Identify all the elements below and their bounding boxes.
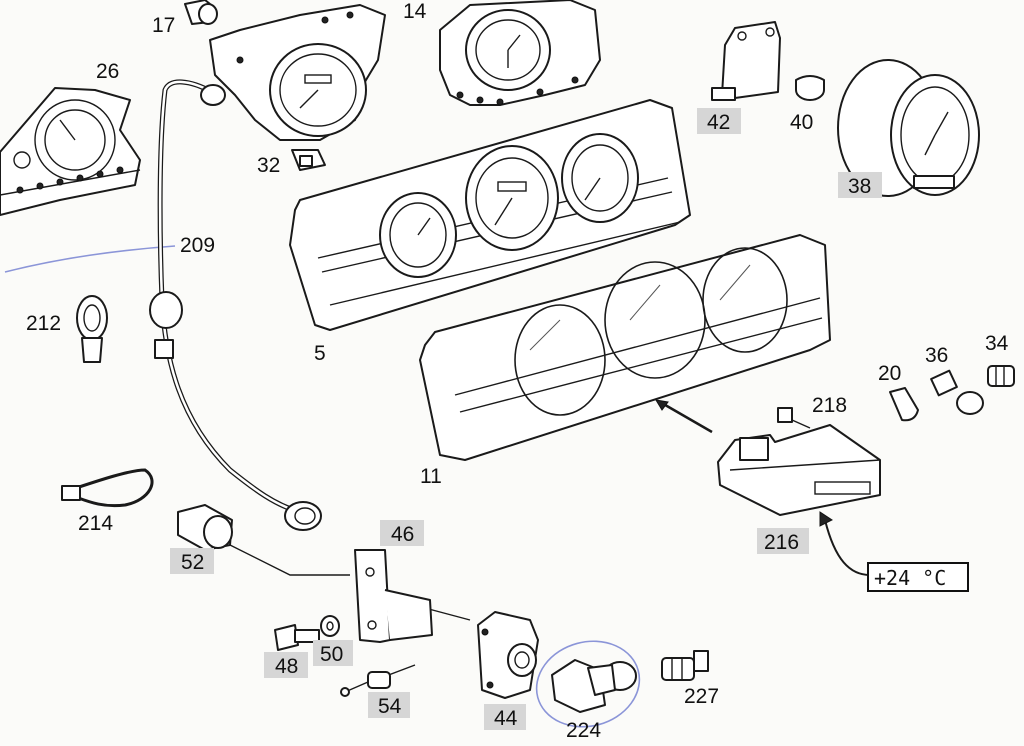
label-48: 48 <box>275 655 298 678</box>
callout-bg-216 <box>757 528 809 554</box>
label-227: 227 <box>684 685 719 708</box>
label-5: 5 <box>314 342 326 365</box>
label-44: 44 <box>494 707 518 730</box>
part-224-elbow <box>535 640 641 728</box>
callout-bg-46 <box>380 520 424 546</box>
part-36-bulb-socket <box>930 369 984 415</box>
label-32: 32 <box>257 154 280 177</box>
part-42-bracket <box>711 21 781 101</box>
label-42: 42 <box>707 111 730 134</box>
label-50: 50 <box>320 643 343 666</box>
part-218-screw <box>777 407 811 429</box>
label-36: 36 <box>925 344 948 367</box>
part-54-clip <box>340 671 391 697</box>
part-5-instrument-cluster <box>289 99 691 331</box>
label-214: 214 <box>78 512 113 535</box>
label-209: 209 <box>180 234 215 257</box>
part-52-fitting <box>177 504 233 551</box>
part-44-sensor-unit <box>477 611 539 699</box>
label-14: 14 <box>403 0 427 23</box>
callout-bg-52 <box>170 548 214 574</box>
label-46: 46 <box>391 523 414 546</box>
part-14-speedometer-module <box>209 4 386 141</box>
label-17: 17 <box>152 14 175 37</box>
temperature-display-box <box>867 562 969 592</box>
part-38-round-gauge <box>837 59 980 197</box>
part-227-plug <box>661 650 709 681</box>
label-212: 212 <box>26 312 61 335</box>
label-38: 38 <box>848 175 871 198</box>
callout-bg-38 <box>838 172 882 198</box>
label-20: 20 <box>878 362 901 385</box>
part-14-clock-gauge <box>439 0 601 106</box>
label-218: 218 <box>812 394 847 417</box>
part-46-mounting-bracket <box>354 549 433 643</box>
pen-mark-line <box>4 245 176 273</box>
callout-bg-54 <box>368 692 410 718</box>
part-48-bolt <box>274 624 320 651</box>
label-26: 26 <box>96 60 119 83</box>
callout-bg-44 <box>484 704 526 730</box>
label-54: 54 <box>378 695 402 718</box>
callout-bg-50 <box>313 640 353 666</box>
label-34: 34 <box>985 332 1009 355</box>
part-212-grommet <box>76 295 108 363</box>
callout-bg-42 <box>697 108 741 134</box>
label-40: 40 <box>790 111 813 134</box>
part-32-switch <box>291 149 326 171</box>
part-216-control-module <box>717 424 881 516</box>
label-216: 216 <box>764 531 799 554</box>
label-224: 224 <box>566 719 601 742</box>
part-50-washer <box>320 615 340 637</box>
part-11-cluster-lens <box>419 234 831 461</box>
label-11: 11 <box>420 465 442 488</box>
temperature-readout: +24 °C <box>874 566 946 590</box>
part-20-bulb <box>889 387 919 422</box>
part-34-socket <box>987 365 1015 387</box>
label-52: 52 <box>181 551 204 574</box>
callout-bg-48 <box>264 652 308 678</box>
part-214-cable-tie <box>61 468 154 508</box>
part-26-gauge-housing <box>0 87 141 216</box>
part-209-cable <box>149 79 322 531</box>
part-17-bulb-holder <box>184 0 218 25</box>
part-40-cap <box>795 75 825 101</box>
